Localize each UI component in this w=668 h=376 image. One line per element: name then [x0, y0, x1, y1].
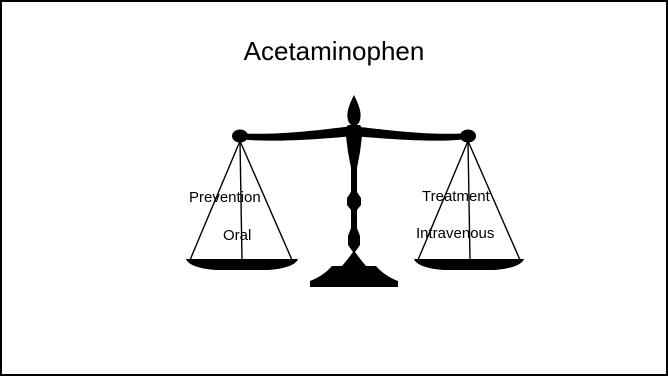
- left-pan-top-label: Prevention: [189, 189, 261, 207]
- right-pan-bottom-label: Intravenous: [416, 225, 494, 243]
- scale-left-knob: [232, 130, 248, 143]
- right-pan: [414, 259, 524, 270]
- left-pan-bottom-label: Oral: [223, 227, 251, 245]
- left-pan: [186, 259, 298, 270]
- scale-finial: [347, 95, 360, 126]
- scale-right-knob: [460, 130, 476, 143]
- scale-base: [310, 266, 398, 287]
- scale-pillar: [342, 136, 366, 266]
- right-pan-top-label: Treatment: [422, 188, 490, 206]
